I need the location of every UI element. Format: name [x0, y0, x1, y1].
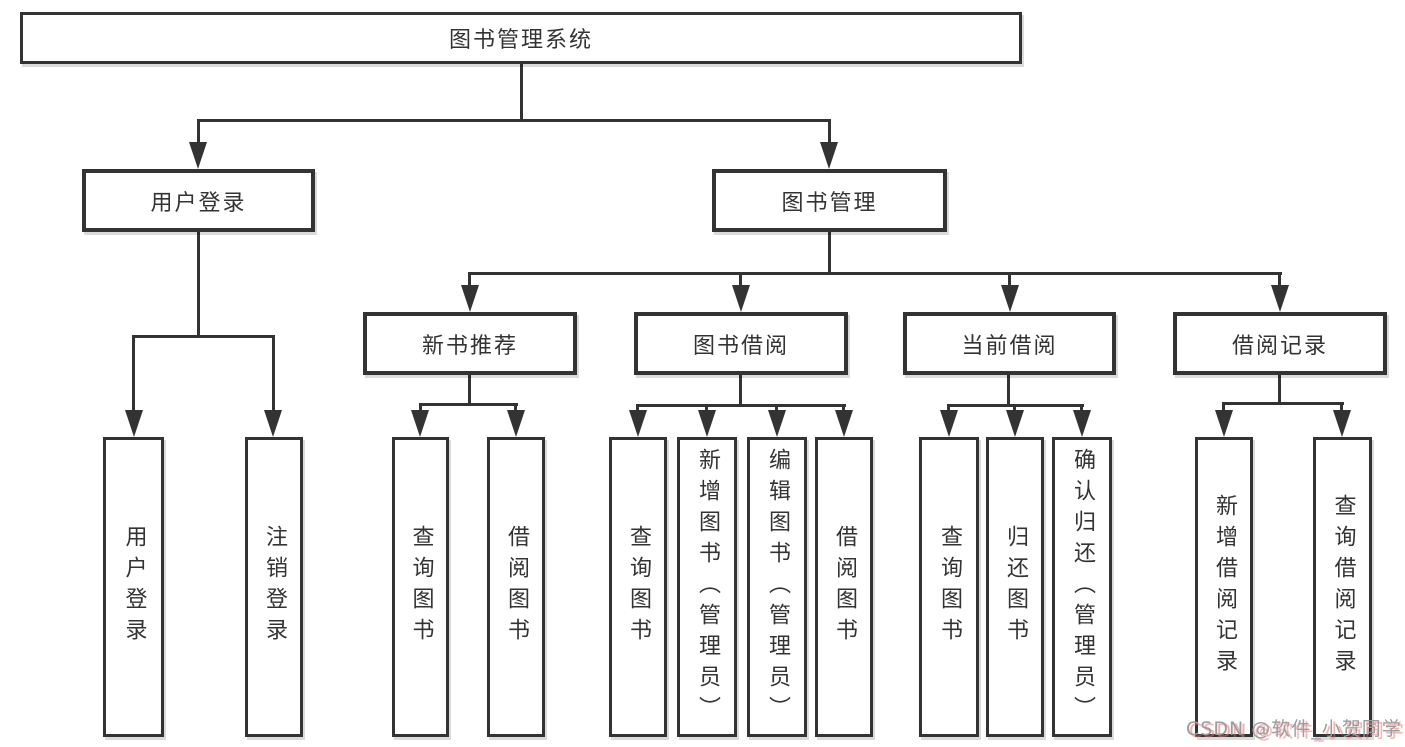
arrow-down-icon	[835, 410, 853, 437]
arrow-down-icon	[698, 410, 716, 437]
node-current-borrowing: 当前借阅	[903, 312, 1116, 375]
arrow-down-icon	[461, 285, 479, 312]
leaf-add-book-admin: 新增图书（管理员）	[677, 437, 737, 737]
leaf-add-borrow-record: 新增借阅记录	[1195, 437, 1253, 737]
connector-line	[705, 405, 708, 413]
node-library-management-system: 图书管理系统	[20, 12, 1022, 64]
arrow-down-icon	[768, 410, 786, 437]
connector-line	[1013, 405, 1016, 413]
connector-line	[1007, 375, 1010, 406]
arrow-down-icon	[820, 142, 838, 169]
leaf-query-books-current: 查询图书	[919, 437, 979, 737]
connector-line	[842, 405, 845, 413]
arrow-down-icon	[1006, 410, 1024, 437]
connector-line	[520, 64, 523, 121]
leaf-query-books-recommend: 查询图书	[392, 437, 449, 737]
arrow-down-icon	[411, 410, 429, 437]
connector-line	[775, 405, 778, 413]
connector-line	[468, 273, 471, 287]
connector-line	[514, 404, 517, 413]
arrow-down-icon	[125, 410, 143, 437]
arrow-down-icon	[1001, 285, 1019, 312]
arrow-down-icon	[1073, 410, 1091, 437]
arrow-down-icon	[1333, 410, 1351, 437]
connector-line	[828, 232, 831, 273]
csdn-watermark: CSDN @软件_小贺同学	[1186, 718, 1402, 740]
connector-line	[197, 232, 200, 336]
leaf-edit-book-admin: 编辑图书（管理员）	[747, 437, 807, 737]
connector-line	[636, 405, 639, 413]
leaf-borrow-books-recommend: 借阅图书	[487, 437, 545, 737]
connector-line	[636, 404, 846, 407]
leaf-logout: 注销登录	[245, 437, 303, 737]
arrow-down-icon	[1215, 410, 1233, 437]
connector-line	[197, 119, 831, 122]
connector-line	[1222, 403, 1225, 412]
connector-line	[197, 120, 200, 144]
node-book-management: 图书管理	[712, 169, 947, 232]
node-user-login: 用户登录	[82, 169, 315, 232]
leaf-borrow-books: 借阅图书	[815, 437, 873, 737]
node-book-borrowing: 图书借阅	[634, 312, 848, 375]
leaf-return-book: 归还图书	[986, 437, 1044, 737]
node-new-book-recommend: 新书推荐	[363, 312, 577, 375]
arrow-down-icon	[940, 410, 958, 437]
connector-line	[419, 403, 518, 406]
connector-line	[1278, 273, 1281, 287]
leaf-query-borrow-record: 查询借阅记录	[1313, 437, 1372, 737]
connector-line	[828, 120, 831, 144]
connector-line	[272, 336, 275, 412]
connector-line	[947, 405, 950, 413]
connector-line	[1222, 402, 1344, 405]
connector-line	[739, 375, 742, 406]
connector-line	[1008, 273, 1011, 287]
arrow-down-icon	[1271, 285, 1289, 312]
connector-line	[1080, 405, 1083, 413]
arrow-down-icon	[732, 285, 750, 312]
arrow-down-icon	[507, 410, 525, 437]
connector-line	[132, 336, 135, 412]
leaf-confirm-return-admin: 确认归还（管理员）	[1052, 437, 1112, 737]
leaf-query-books-borrow: 查询图书	[609, 437, 667, 737]
connector-line	[468, 375, 471, 405]
arrow-down-icon	[264, 410, 282, 437]
connector-line	[132, 335, 275, 338]
connector-line	[419, 404, 422, 413]
arrow-down-icon	[629, 410, 647, 437]
connector-line	[468, 272, 1282, 275]
leaf-user-login: 用户登录	[103, 437, 164, 737]
arrow-down-icon	[189, 142, 207, 169]
node-borrowing-records: 借阅记录	[1173, 312, 1387, 375]
connector-line	[739, 273, 742, 287]
connector-line	[1340, 403, 1343, 412]
connector-line	[1278, 375, 1281, 404]
